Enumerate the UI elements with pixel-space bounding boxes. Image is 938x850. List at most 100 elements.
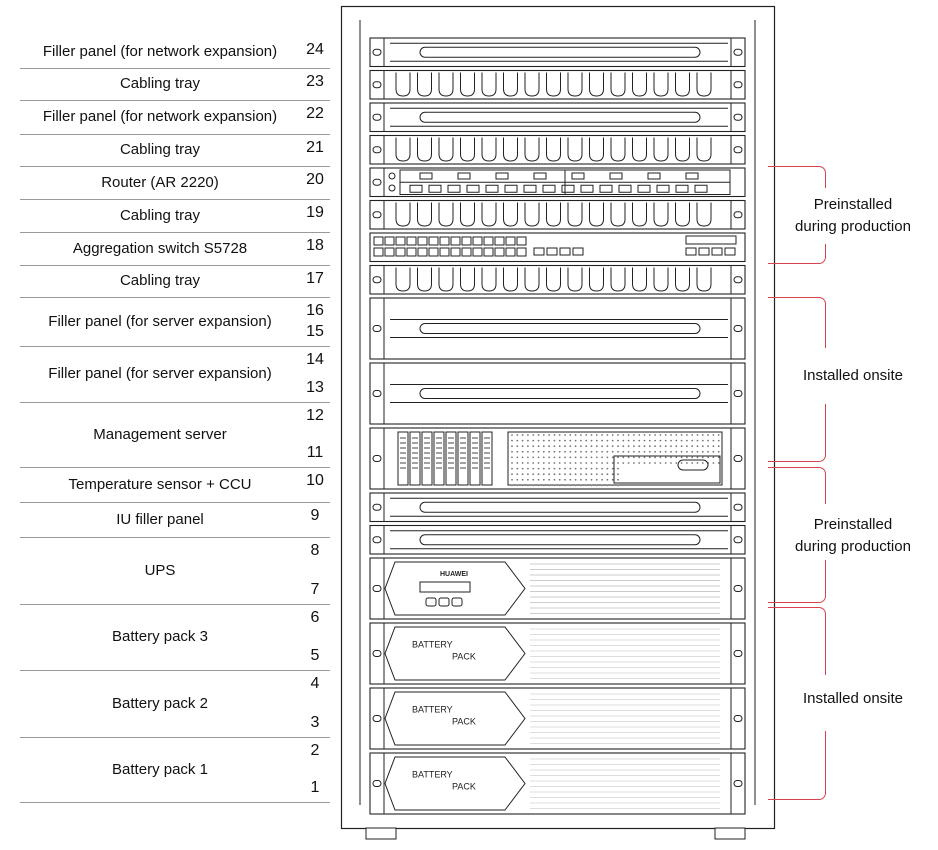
slot-label-u18: Aggregation switch S5728 [72, 239, 248, 257]
switch-port [450, 236, 461, 246]
vent-hole [511, 439, 513, 442]
mount-hole [733, 650, 743, 657]
switch-port [472, 247, 483, 257]
vent-hole [569, 473, 572, 476]
switch-port [698, 247, 710, 256]
row-separator [20, 502, 330, 503]
tray-finger [481, 202, 497, 227]
vent-hole [553, 445, 556, 448]
vent-hole [606, 484, 609, 487]
vent-hole [617, 434, 619, 436]
vent-hole [648, 456, 651, 459]
vent-hole [542, 450, 545, 453]
row-separator [20, 604, 330, 605]
vent-hole [548, 456, 550, 459]
vent-hole [701, 450, 704, 453]
vent-hole [648, 462, 651, 464]
vent-hole [590, 456, 593, 459]
vent-hole [527, 439, 529, 442]
vent-hole [516, 456, 519, 459]
group-note-installed-onsite-top: Installed onsite [778, 365, 928, 387]
vent-hole [595, 473, 598, 476]
vent-hole [511, 473, 513, 476]
vent-hole [569, 445, 572, 448]
battery-bezel [384, 626, 526, 681]
router-led [388, 172, 396, 180]
mount-ear [730, 752, 746, 815]
tray-finger [589, 72, 604, 97]
vent-hole [516, 467, 519, 470]
mount-ear [369, 492, 385, 522]
vent-hole [516, 478, 519, 481]
vent-hole [548, 445, 550, 448]
mount-hole [372, 780, 382, 787]
tray-finger [438, 72, 454, 97]
vent-hole [611, 462, 614, 464]
vent-hole [595, 450, 598, 453]
tray-finger [567, 137, 583, 162]
vent-hole [537, 473, 540, 476]
vent-hole [670, 434, 672, 436]
row-separator [20, 265, 330, 266]
vent-hole [516, 484, 519, 487]
vent-hole [548, 484, 550, 487]
vent-hole [548, 450, 550, 453]
router-port [409, 184, 423, 193]
vent-hole [595, 445, 598, 448]
mount-ear [369, 687, 385, 750]
switch-port [384, 236, 395, 246]
tray-finger [481, 267, 497, 292]
battery-label-line1: BATTERY [412, 640, 453, 650]
panel-handle-slot [419, 534, 701, 546]
vent-hole [527, 450, 529, 453]
ups-body [369, 557, 746, 620]
vent-hole [617, 478, 619, 481]
vent-hole [643, 450, 646, 453]
vent-hole [691, 456, 694, 459]
tray-finger [675, 267, 690, 292]
slot-label-u12-11: Management server [93, 425, 227, 443]
switch-body [369, 232, 746, 263]
vent-hole [691, 439, 694, 442]
vent-hole [627, 450, 630, 453]
slot-label-u19: Cabling tray [119, 206, 201, 224]
vent-hole [633, 456, 635, 459]
tray-finger [417, 202, 432, 227]
vent-hole [521, 462, 524, 464]
vent-hole [595, 462, 598, 464]
vent-hole [558, 450, 561, 453]
vent-hole [601, 445, 603, 448]
battery-body [369, 752, 746, 815]
server-vent-grille [507, 431, 723, 486]
mount-ear [730, 427, 746, 490]
drive-bay [481, 431, 493, 486]
vent-hole [516, 445, 519, 448]
slot-label-u24: Filler panel (for network expansion) [42, 43, 278, 60]
drive-bay [469, 431, 481, 486]
battery-label-line2: PACK [452, 782, 476, 792]
vent-hole [654, 439, 656, 442]
switch-uplink-port [546, 247, 558, 256]
vent-hole [574, 445, 577, 448]
vent-hole [638, 462, 641, 464]
router-port [599, 184, 613, 193]
bracket-installed-onsite-bottom [768, 607, 829, 800]
router-port [685, 172, 699, 180]
vent-hole [527, 434, 529, 436]
tray-finger [438, 202, 454, 227]
mount-ear [369, 265, 385, 295]
vent-hole [558, 467, 561, 470]
router-port [637, 184, 651, 193]
router-port [447, 184, 461, 193]
vent-hole [691, 462, 694, 464]
tray-finger [675, 72, 690, 97]
tray-finger [503, 202, 518, 227]
mount-hole [372, 146, 382, 154]
unit-number-2: 2 [310, 742, 320, 759]
vent-hole [696, 450, 699, 453]
vent-hole [521, 439, 524, 442]
tray-finger [610, 72, 626, 97]
tray-finger [546, 202, 561, 227]
vent-hole [595, 456, 598, 459]
